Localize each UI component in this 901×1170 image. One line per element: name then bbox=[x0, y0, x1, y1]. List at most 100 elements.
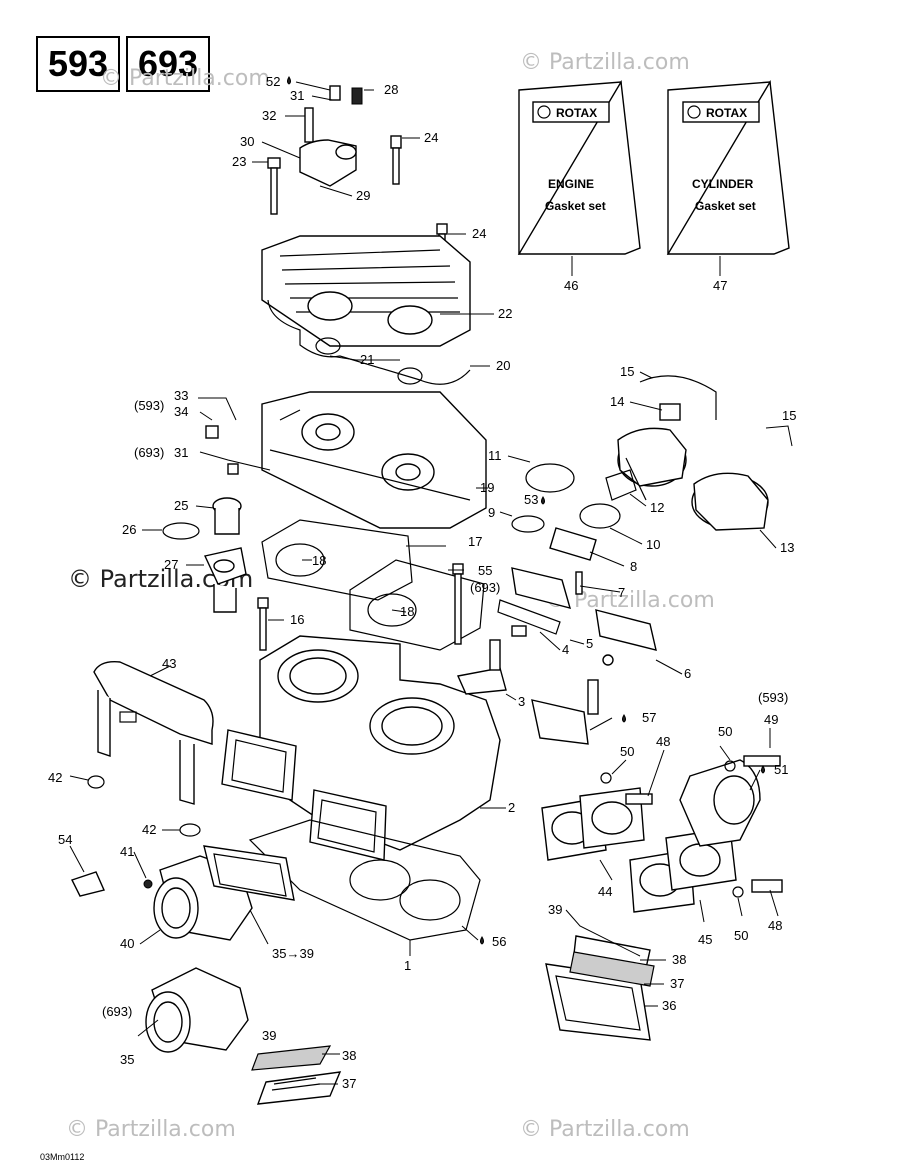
callout-40: 40 bbox=[120, 936, 134, 951]
cylinder-base-gasket bbox=[248, 819, 481, 941]
callout-37a: 37 bbox=[670, 976, 684, 991]
callout-42a: 42 bbox=[48, 770, 62, 785]
callout-27: 27 bbox=[164, 557, 178, 572]
callout-39b: 39 bbox=[262, 1028, 276, 1043]
reed-petals-lower bbox=[251, 1045, 342, 1105]
callout-47: 47 bbox=[713, 278, 727, 293]
callout-42b: 42 bbox=[142, 822, 156, 837]
booklet-subtitle-1: Gasket set bbox=[545, 199, 606, 213]
callout-57: 57 bbox=[642, 710, 656, 725]
watermark-top-right: © Partzilla.com bbox=[520, 50, 690, 75]
callout-11: 11 bbox=[488, 448, 502, 463]
cylinder-head-cover bbox=[261, 235, 471, 385]
callout-38b: 38 bbox=[342, 1048, 356, 1063]
callout-19: 19 bbox=[480, 480, 494, 495]
callout-34: 34 bbox=[174, 404, 188, 419]
callout-5: 5 bbox=[586, 636, 593, 651]
engine-model-693: 693 bbox=[137, 43, 199, 84]
callout-56: 56 bbox=[492, 934, 506, 949]
callout-18a: 18 bbox=[312, 553, 326, 568]
callout-25: 25 bbox=[174, 498, 188, 513]
callout-16: 16 bbox=[290, 612, 304, 627]
callout-20: 20 bbox=[496, 358, 510, 373]
variant-693-b: (693) bbox=[470, 580, 500, 595]
carburetor-adapter bbox=[153, 845, 295, 941]
callout-50c: 50 bbox=[734, 928, 748, 943]
callout-21: 21 bbox=[360, 352, 374, 367]
callout-1: 1 bbox=[404, 958, 411, 973]
engine-model-593: 593 bbox=[47, 43, 109, 84]
booklet-title-2: CYLINDER bbox=[692, 177, 754, 191]
callout-22: 22 bbox=[498, 306, 512, 321]
rave-valve-blades bbox=[457, 639, 599, 745]
variant-693-c: (693) bbox=[102, 1004, 132, 1019]
cylinder-head-gaskets bbox=[261, 519, 485, 651]
callout-23: 23 bbox=[232, 154, 246, 169]
callout-12: 12 bbox=[650, 500, 664, 515]
callout-53: 53 bbox=[524, 492, 538, 507]
thermostat-assembly bbox=[162, 425, 247, 613]
callout-8: 8 bbox=[630, 559, 637, 574]
callout-52: 52 bbox=[266, 74, 280, 89]
callout-50b: 50 bbox=[718, 724, 732, 739]
engine-model-593-box: 593 bbox=[36, 36, 120, 92]
engine-gasket-set-booklet: ROTAX ENGINE Gasket set bbox=[517, 79, 641, 255]
callout-55: 55 bbox=[478, 563, 492, 578]
callout-28: 28 bbox=[384, 82, 398, 97]
callout-4: 4 bbox=[562, 642, 569, 657]
callout-36: 36 bbox=[662, 998, 676, 1013]
callout-18b: 18 bbox=[400, 604, 414, 619]
callout-13: 13 bbox=[780, 540, 794, 555]
callout-26: 26 bbox=[122, 522, 136, 537]
booklet-brand-1: ROTAX bbox=[556, 106, 597, 120]
booklet-title-1: ENGINE bbox=[548, 177, 594, 191]
callout-15b: 15 bbox=[782, 408, 796, 423]
callout-33: 33 bbox=[174, 388, 188, 403]
carburetor-adapter-693 bbox=[145, 967, 249, 1053]
callout-30: 30 bbox=[240, 134, 254, 149]
cylinder-block bbox=[221, 635, 501, 861]
callout-24: 24 bbox=[424, 130, 438, 145]
callout-17: 17 bbox=[468, 534, 482, 549]
callout-6: 6 bbox=[684, 666, 691, 681]
callout-45: 45 bbox=[698, 932, 712, 947]
callout-9: 9 bbox=[488, 505, 495, 520]
callout-labels: 52 31 28 32 30 24 23 29 24 46 47 22 21 2… bbox=[48, 74, 796, 1091]
variant-593-a: (593) bbox=[134, 398, 164, 413]
callout-39a: 39 bbox=[548, 902, 562, 917]
callout-37b: 37 bbox=[342, 1076, 356, 1091]
callout-24b: 24 bbox=[472, 226, 486, 241]
callout-51: 51 bbox=[774, 762, 788, 777]
watermark-bottom-left: © Partzilla.com bbox=[66, 1117, 236, 1142]
callout-35-39: 35→39 bbox=[272, 946, 314, 961]
callout-41: 41 bbox=[120, 844, 134, 859]
callout-44: 44 bbox=[598, 884, 612, 899]
reed-valve-right bbox=[545, 935, 655, 1041]
rave-valve-housing bbox=[617, 375, 769, 531]
callout-29: 29 bbox=[356, 188, 370, 203]
callout-49: 49 bbox=[764, 712, 778, 727]
callout-3: 3 bbox=[518, 694, 525, 709]
callout-38a: 38 bbox=[672, 952, 686, 967]
watermark-bottom-right: © Partzilla.com bbox=[520, 1117, 690, 1142]
callout-43: 43 bbox=[162, 656, 176, 671]
watermark-middle-right: © Partzilla.com bbox=[545, 588, 715, 613]
callout-48a: 48 bbox=[656, 734, 670, 749]
callout-48b: 48 bbox=[768, 918, 782, 933]
callout-10: 10 bbox=[646, 537, 660, 552]
callout-50a: 50 bbox=[620, 744, 634, 759]
callout-15a: 15 bbox=[620, 364, 634, 379]
callout-2: 2 bbox=[508, 800, 515, 815]
document-code: 03Mm0112 bbox=[40, 1152, 85, 1162]
callout-7: 7 bbox=[618, 585, 625, 600]
engine-model-693-box: 693 bbox=[126, 36, 210, 92]
booklet-subtitle-2: Gasket set bbox=[695, 199, 756, 213]
callout-32: 32 bbox=[262, 108, 276, 123]
callout-35: 35 bbox=[120, 1052, 134, 1067]
leader-lines bbox=[69, 81, 793, 1085]
exhaust-manifold-cover bbox=[93, 661, 214, 805]
booklet-brand-2: ROTAX bbox=[706, 106, 747, 120]
callout-31b: 31 bbox=[174, 445, 188, 460]
lubricant-drop-icons bbox=[287, 76, 765, 945]
cylinder-head bbox=[261, 391, 487, 529]
